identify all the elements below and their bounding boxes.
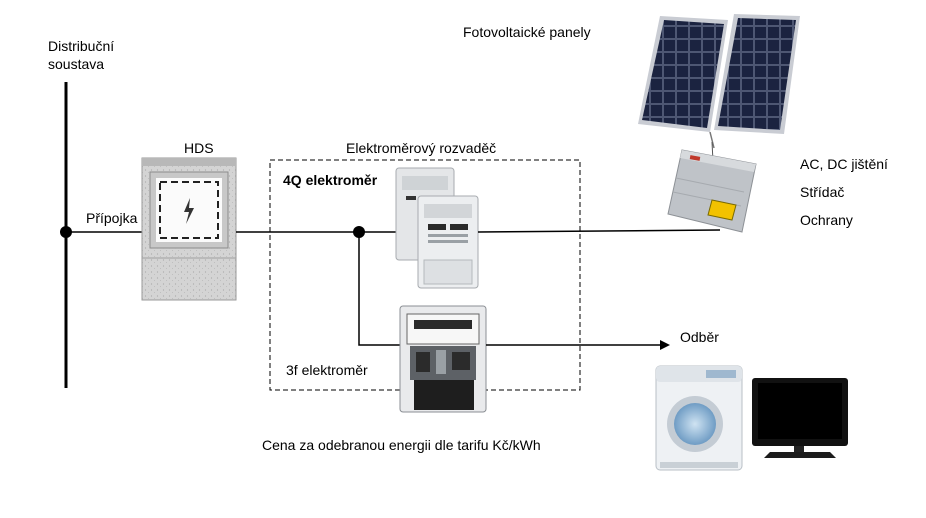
meter-cabinet-box bbox=[269, 159, 581, 391]
hds-box bbox=[141, 157, 237, 301]
connection-label: Přípojka bbox=[86, 210, 138, 226]
pv-panels-label: Fotovoltaické panely bbox=[463, 24, 591, 40]
meter-3f-icon bbox=[399, 305, 487, 413]
meter-4q-label: 4Q elektroměr bbox=[283, 172, 378, 188]
meter-icon bbox=[395, 167, 479, 289]
washing-machine-icon bbox=[655, 365, 743, 471]
grid-junction-dot bbox=[60, 226, 72, 238]
hds-label: HDS bbox=[184, 140, 214, 156]
lightning-icon bbox=[184, 198, 194, 224]
grid-label-line1: Distribuční bbox=[48, 38, 115, 54]
meter-3f-label: 3f elektroměr bbox=[286, 362, 368, 378]
inverter-item-3: Ochrany bbox=[800, 212, 853, 228]
inverter-item-2: Střídač bbox=[800, 184, 845, 200]
solar-panel-icon bbox=[638, 14, 800, 221]
price-note: Cena za odebranou energii dle tarifu Kč/… bbox=[262, 437, 541, 453]
branch-line-3f bbox=[358, 232, 405, 346]
grid-label-line2: soustava bbox=[48, 56, 105, 72]
pv-feed-line bbox=[477, 229, 721, 233]
tv-icon bbox=[752, 378, 848, 458]
inverter-icon bbox=[667, 149, 757, 233]
consumption-arrow bbox=[660, 340, 670, 350]
inverter-item-1: AC, DC jištění bbox=[800, 156, 888, 172]
meter-cabinet-label: Elektroměrový rozvaděč bbox=[346, 140, 497, 156]
consumption-label: Odběr bbox=[680, 329, 719, 345]
